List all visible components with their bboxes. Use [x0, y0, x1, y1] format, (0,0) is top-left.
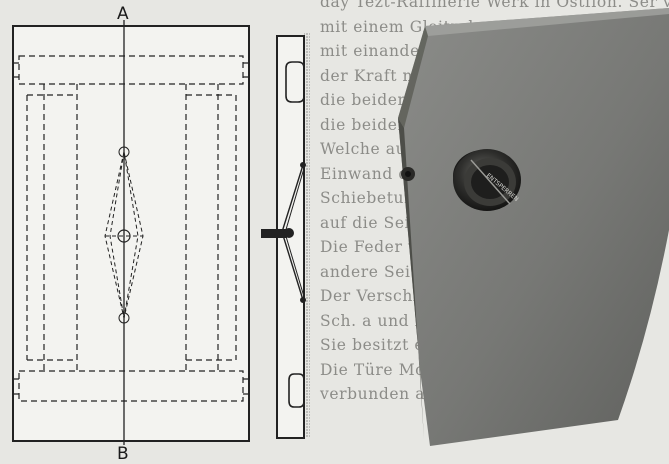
text-line: andere Seite: [320, 262, 428, 281]
lock-photo: ENTSPERREN: [398, 8, 669, 446]
text-line: verbunden als: [320, 385, 440, 403]
label-b: B: [117, 444, 129, 464]
front-view: [12, 20, 250, 445]
lock-knob: ENTSPERREN: [453, 149, 521, 211]
text-line: Sie besitzt eine: [320, 336, 451, 354]
side-view: [261, 32, 310, 439]
label-a: A: [117, 4, 129, 24]
text-line: day Tezt-Raffinerie Werk in Ostflon. Ser…: [320, 0, 669, 11]
